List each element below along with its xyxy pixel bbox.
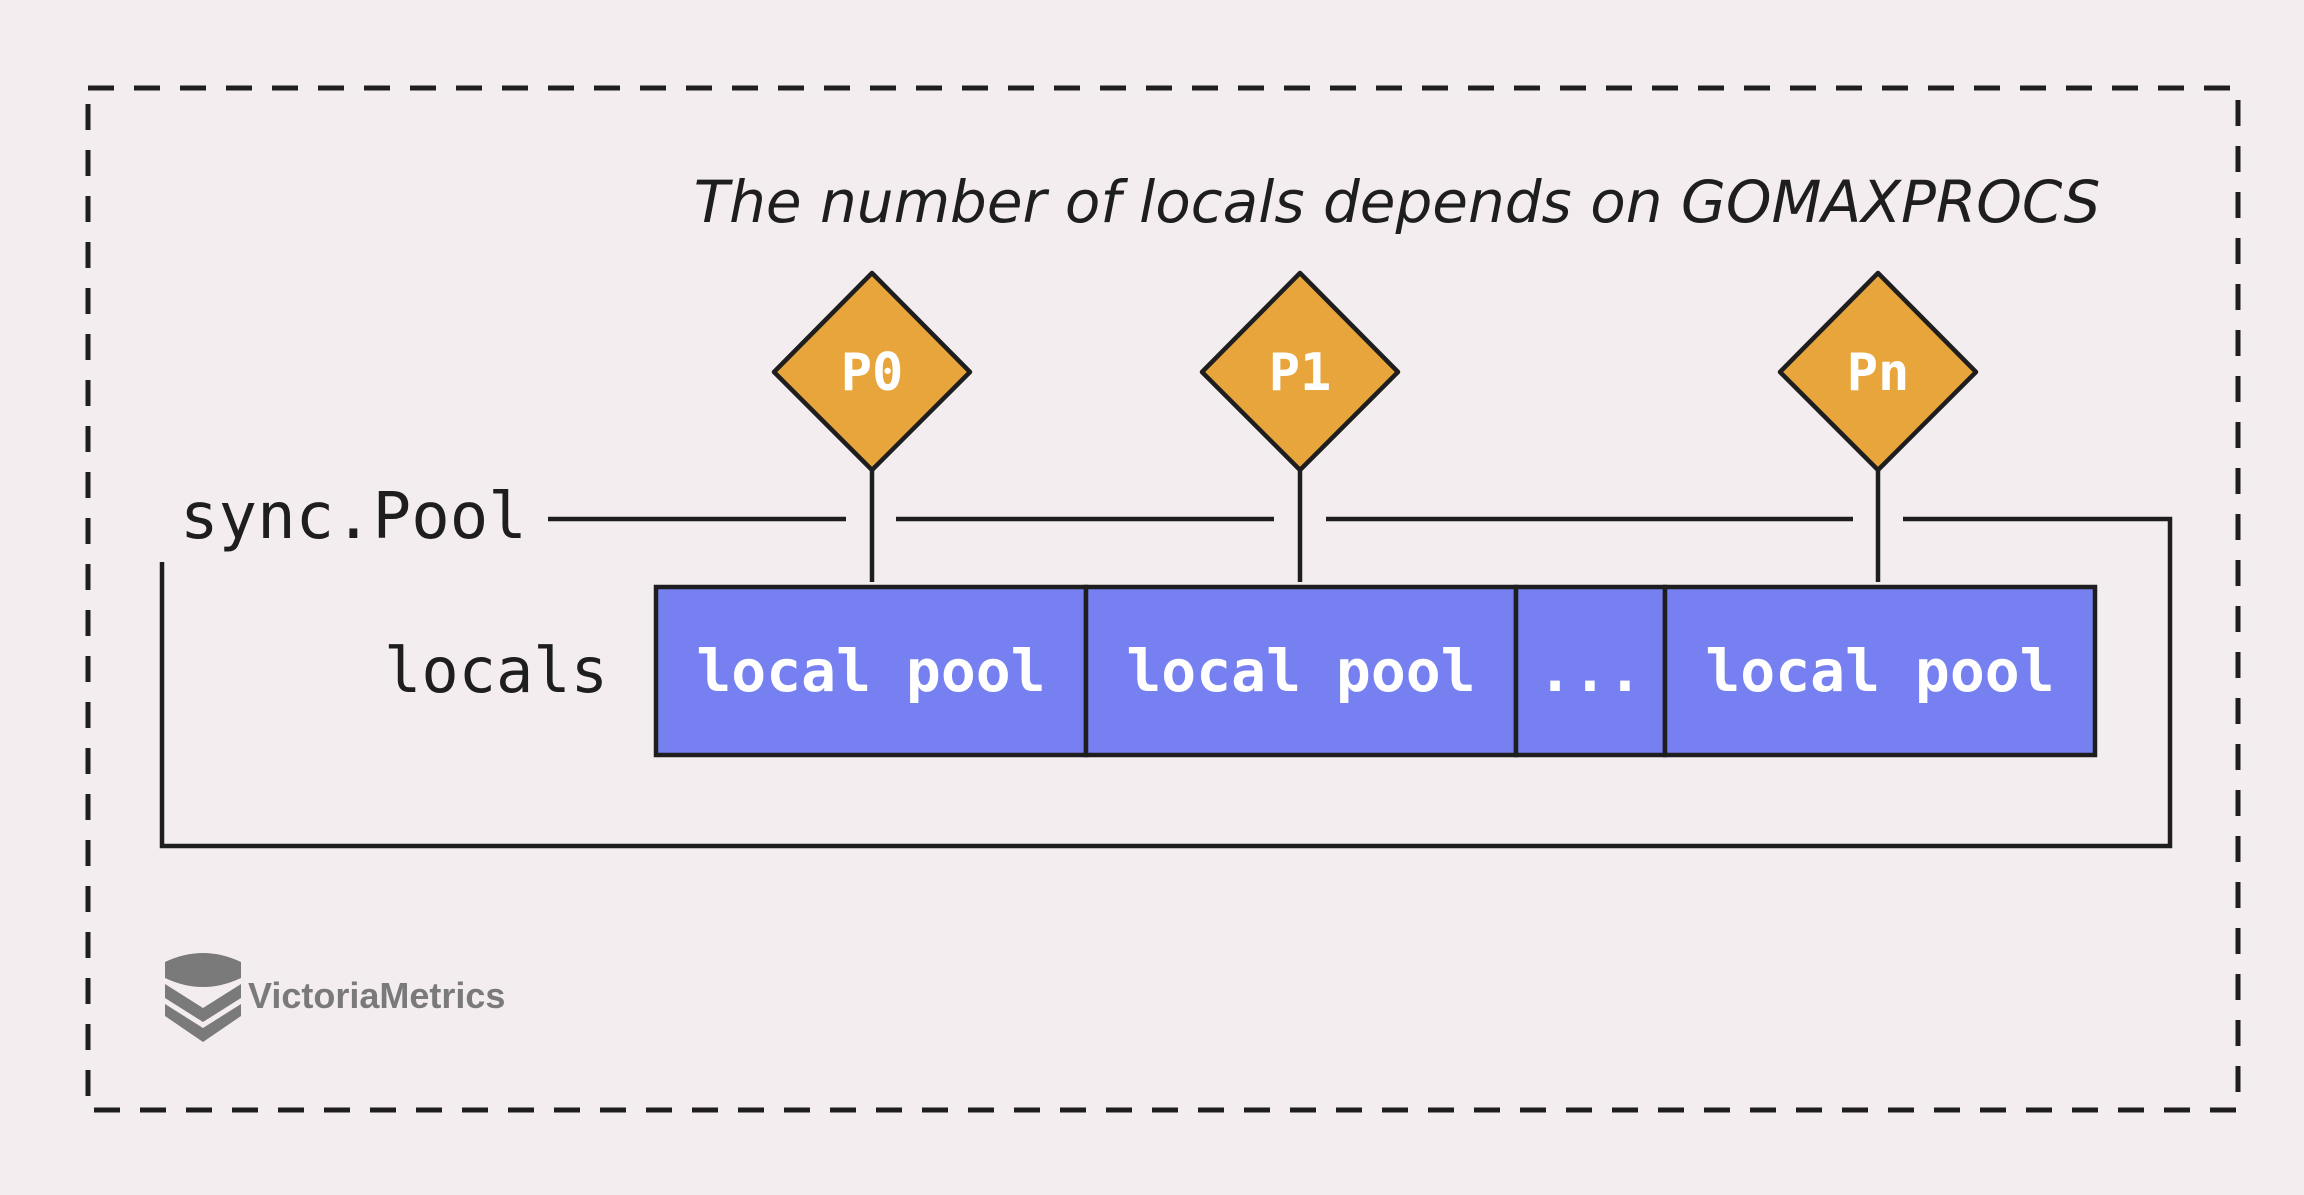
logo-icon [165, 953, 241, 1042]
locals-array: local pool local pool ... local pool [653, 584, 2098, 758]
dashed-frame [85, 85, 2241, 1113]
processor-label: P1 [1269, 343, 1332, 403]
pool-label: sync.Pool [180, 480, 527, 554]
diamond-shape [771, 270, 973, 473]
processor-label: Pn [1847, 343, 1910, 403]
victoriametrics-logo: VictoriaMetrics [165, 953, 505, 1042]
ellipsis-cell [1513, 584, 1668, 758]
processor-pn: Pn [1777, 270, 1979, 473]
logo-text: VictoriaMetrics [248, 975, 505, 1016]
local-pool-cell [653, 584, 1089, 758]
processor-label: P0 [841, 343, 904, 403]
local-pool-cell-label: local pool [1126, 637, 1475, 705]
local-pool-cell [1662, 584, 2098, 758]
ellipsis-cell-label: ... [1538, 637, 1643, 705]
local-pool-cell-label: local pool [1705, 637, 2054, 705]
processor-p0: P0 [771, 270, 973, 473]
local-pool-cell-label: local pool [696, 637, 1045, 705]
diamond-shape [1199, 270, 1401, 473]
locals-label: locals [384, 634, 608, 707]
caption: The number of locals depends on GOMAXPRO… [694, 168, 2101, 236]
processor-p1: P1 [1199, 270, 1401, 473]
diamond-shape [1777, 270, 1979, 473]
pool-container-outline [159, 516, 2173, 849]
